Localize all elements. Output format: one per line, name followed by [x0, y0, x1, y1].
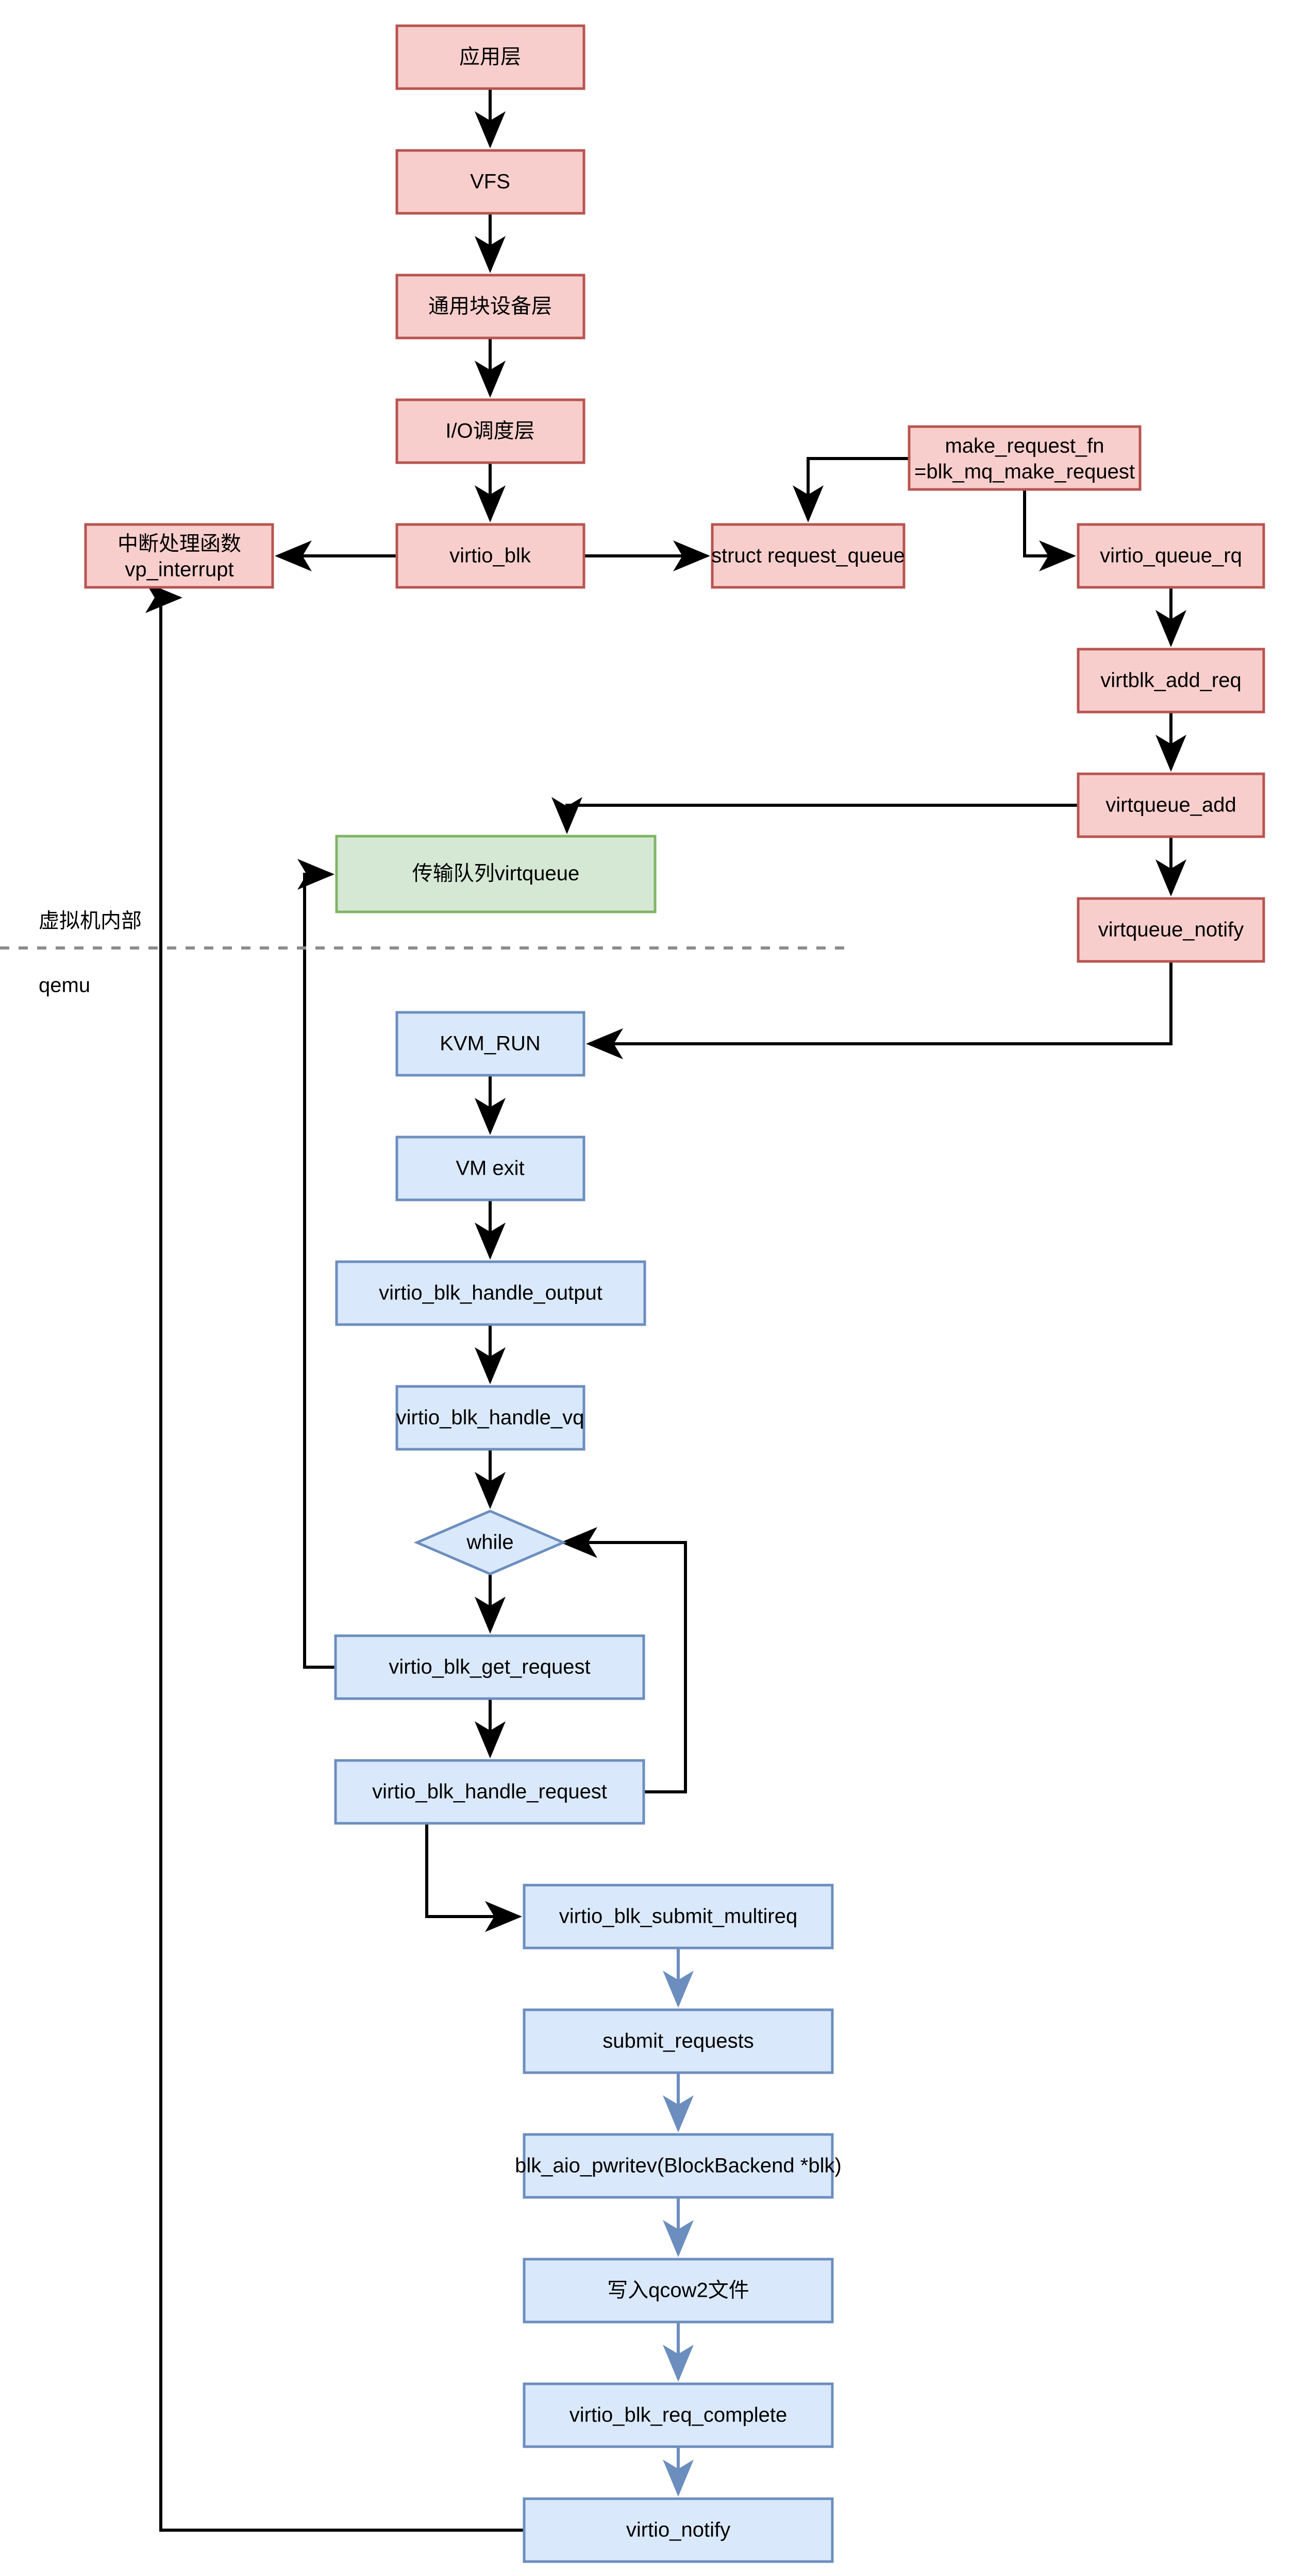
- node-virtio-blk[interactable]: virtio_blk: [395, 523, 585, 589]
- node-label-app-layer: 应用层: [459, 46, 521, 69]
- node-label-virtqueue: 传输队列virtqueue: [412, 862, 580, 885]
- node-vm-exit[interactable]: VM exit: [395, 1136, 585, 1201]
- edge-make-request-fn-to-struct-request-queue: [793, 457, 909, 522]
- node-label-virtblk-add-req: virtblk_add_req: [1100, 669, 1242, 692]
- edge-virtio-notify-to-vp-interrupt: [145, 582, 524, 2532]
- node-generic-block-layer[interactable]: 通用块设备层: [395, 274, 585, 340]
- node-label-write-qcow2: 写入qcow2文件: [607, 2279, 749, 2302]
- node-label-virtio-blk-submit-multireq: virtio_blk_submit_multireq: [559, 1905, 797, 1928]
- node-label-submit-requests: submit_requests: [602, 2030, 753, 2053]
- node-virtio-blk-handle-request[interactable]: virtio_blk_handle_request: [334, 1759, 645, 1825]
- node-virtio-blk-req-complete[interactable]: virtio_blk_req_complete: [523, 2382, 834, 2448]
- node-submit-requests[interactable]: submit_requests: [523, 2008, 834, 2074]
- node-virtqueue-add[interactable]: virtqueue_add: [1077, 772, 1265, 838]
- edge-virtqueue-add-to-virtqueue: [551, 797, 1078, 834]
- node-label-io-scheduler-layer: I/O调度层: [445, 420, 534, 443]
- node-kvm-run[interactable]: KVM_RUN: [395, 1011, 585, 1077]
- node-virtio-blk-submit-multireq[interactable]: virtio_blk_submit_multireq: [523, 1884, 834, 1950]
- edge-virtio-blk-handle-request-to-virtio-blk-submit-multireq: [425, 1823, 522, 1932]
- node-label-blk-aio-pwritev: blk_aio_pwritev(BlockBackend *blk): [515, 2155, 842, 2177]
- node-label-while: while: [466, 1531, 513, 1554]
- node-virtio-notify[interactable]: virtio_notify: [523, 2497, 834, 2563]
- node-layer: 应用层 VFS 通用块设备层 I/O调度层 virtio_blk 中断处理函数: [84, 24, 1265, 2563]
- node-label-vm-exit: VM exit: [456, 1157, 524, 1180]
- node-label-make-request-fn-line2: =blk_mq_make_request: [914, 461, 1135, 483]
- node-label-virtio-blk-get-request: virtio_blk_get_request: [389, 1656, 590, 1679]
- node-virtio-queue-rq[interactable]: virtio_queue_rq: [1077, 523, 1265, 589]
- node-virtqueue[interactable]: 传输队列virtqueue: [335, 835, 657, 913]
- node-vp-interrupt[interactable]: 中断处理函数 vp_interrupt: [84, 523, 274, 589]
- node-struct-request-queue[interactable]: struct request_queue: [711, 523, 906, 589]
- zone-label-guest: 虚拟机内部: [39, 910, 142, 933]
- node-label-kvm-run: KVM_RUN: [440, 1032, 541, 1055]
- node-label-vp-interrupt-line2: vp_interrupt: [125, 558, 233, 581]
- edge-make-request-fn-to-virtio-queue-rq: [1023, 489, 1076, 571]
- zone-label-qemu: qemu: [39, 974, 90, 997]
- node-label-virtio-blk-handle-vq: virtio_blk_handle_vq: [396, 1406, 584, 1429]
- node-label-vfs: VFS: [470, 171, 510, 193]
- node-label-virtqueue-add: virtqueue_add: [1105, 794, 1236, 817]
- edge-virtio-blk-handle-request-to-while: [560, 1527, 687, 1793]
- node-label-vp-interrupt-line1: 中断处理函数: [118, 533, 241, 555]
- node-label-struct-request-queue: struct request_queue: [711, 545, 905, 567]
- node-label-virtio-queue-rq: virtio_queue_rq: [1100, 545, 1242, 567]
- node-virtblk-add-req[interactable]: virtblk_add_req: [1077, 648, 1265, 714]
- node-virtio-blk-handle-vq[interactable]: virtio_blk_handle_vq: [395, 1385, 585, 1451]
- node-virtqueue-notify[interactable]: virtqueue_notify: [1077, 897, 1265, 963]
- node-virtio-blk-handle-output[interactable]: virtio_blk_handle_output: [335, 1260, 646, 1326]
- node-label-virtio-blk: virtio_blk: [449, 545, 531, 567]
- node-label-virtio-blk-req-complete: virtio_blk_req_complete: [569, 2404, 787, 2427]
- node-app-layer[interactable]: 应用层: [395, 24, 585, 90]
- node-label-virtio-blk-handle-output: virtio_blk_handle_output: [379, 1282, 602, 1304]
- node-label-virtio-blk-handle-request: virtio_blk_handle_request: [372, 1781, 607, 1803]
- node-vfs[interactable]: VFS: [395, 149, 585, 215]
- edge-virtqueue-notify-to-kvm-run: [586, 961, 1172, 1059]
- node-blk-aio-pwritev[interactable]: blk_aio_pwritev(BlockBackend *blk): [515, 2133, 842, 2199]
- edge-virtio-blk-get-request-to-virtqueue: [297, 859, 336, 1669]
- zone-divider-group: 虚拟机内部 qemu: [0, 910, 845, 997]
- node-label-virtqueue-notify: virtqueue_notify: [1098, 919, 1244, 941]
- node-label-generic-block-layer: 通用块设备层: [428, 295, 552, 318]
- node-virtio-blk-get-request[interactable]: virtio_blk_get_request: [334, 1634, 645, 1700]
- node-io-scheduler-layer[interactable]: I/O调度层: [395, 398, 585, 464]
- node-make-request-fn[interactable]: make_request_fn =blk_mq_make_request: [908, 425, 1142, 491]
- node-label-virtio-notify: virtio_notify: [626, 2519, 730, 2541]
- edge-layer: [145, 89, 1186, 2532]
- node-write-qcow2[interactable]: 写入qcow2文件: [523, 2258, 834, 2324]
- node-while[interactable]: while: [413, 1510, 567, 1575]
- node-label-make-request-fn-line1: make_request_fn: [945, 435, 1104, 457]
